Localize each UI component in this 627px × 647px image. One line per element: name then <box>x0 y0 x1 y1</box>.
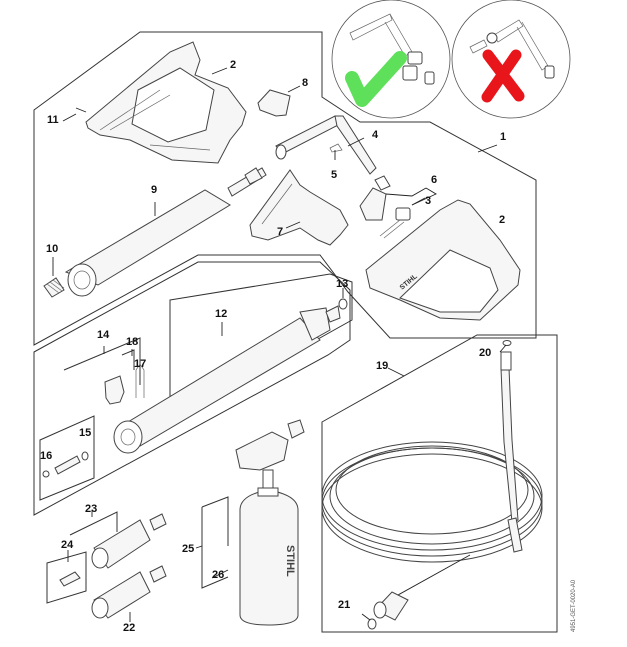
incorrect-assembly-indicator <box>451 0 571 119</box>
part-foam-nozzle <box>235 419 305 489</box>
correct-assembly-indicator <box>331 0 451 119</box>
callout-13: 13 <box>336 278 349 290</box>
callout-4: 4 <box>372 129 379 141</box>
callout-21: 21 <box>338 599 351 611</box>
part-retaining-clip <box>329 143 343 153</box>
frame-nozzle-insert <box>39 415 95 501</box>
callout-1: 1 <box>500 131 507 143</box>
frame-foam-25 <box>201 496 229 589</box>
callout-23: 23 <box>85 503 98 515</box>
callout-17: 17 <box>134 358 147 370</box>
callout-3: 3 <box>425 195 432 207</box>
frame-bracket-18 <box>121 349 135 370</box>
part-valve-insert <box>379 207 411 239</box>
callout-22: 22 <box>123 622 136 634</box>
part-filter <box>43 277 65 298</box>
callout-6: 6 <box>431 174 438 186</box>
part-nozzle-23 <box>91 513 167 569</box>
callout-19: 19 <box>376 360 389 372</box>
callout-16: 16 <box>40 450 53 462</box>
callout-20: 20 <box>479 347 492 359</box>
callout-11: 11 <box>47 114 59 126</box>
leader-lines <box>52 67 507 622</box>
part-screw <box>75 107 87 113</box>
callout-25: 25 <box>182 543 195 555</box>
cross-icon <box>481 49 525 103</box>
part-hose <box>321 351 543 621</box>
callout-9: 9 <box>151 184 158 196</box>
part-trigger <box>249 169 349 246</box>
part-pipe-bend <box>275 115 377 175</box>
callout-2-upper: 2 <box>230 59 237 71</box>
callout-15: 15 <box>79 427 92 439</box>
part-o-ring-21 <box>367 618 377 630</box>
callout-2-right: 2 <box>499 214 506 226</box>
bottle-brand-mark: STIHL <box>284 545 296 577</box>
frame-lance-group <box>33 261 351 516</box>
callout-8: 8 <box>302 77 309 89</box>
document-id: 4951-GET-0020-A0 <box>571 579 577 632</box>
frame-spray-gun-assembly <box>33 31 537 346</box>
callout-5: 5 <box>331 169 338 181</box>
part-pin <box>135 363 145 398</box>
part-bracket <box>104 375 125 405</box>
callout-14: 14 <box>97 329 110 341</box>
part-nozzle-tip-24 <box>59 571 81 587</box>
part-o-ring-16 <box>42 470 50 478</box>
callout-10: 10 <box>46 243 59 255</box>
part-nozzle-insert <box>54 455 81 475</box>
part-clip <box>257 89 291 117</box>
frame-nozzle-24 <box>46 551 87 604</box>
part-o-ring-20 <box>502 340 512 346</box>
frame-nozzle-23 <box>69 511 118 536</box>
part-lance-12 <box>113 305 341 454</box>
checkmark-icon <box>345 51 407 107</box>
part-foam-bottle: STIHL <box>239 487 299 626</box>
part-o-ring-15 <box>81 451 89 461</box>
callout-7: 7 <box>277 226 284 238</box>
part-lance-9 <box>64 167 267 297</box>
part-grip-shell-right: STIHL <box>365 199 521 321</box>
callout-24: 24 <box>61 539 74 551</box>
callout-12: 12 <box>215 308 228 320</box>
part-grip-shell-left <box>85 41 247 164</box>
frame-hose-assembly <box>321 334 558 633</box>
frame-nozzle-kit-14 <box>63 337 141 385</box>
callout-26: 26 <box>212 569 225 581</box>
part-o-ring-13 <box>338 298 348 310</box>
part-nozzle-22 <box>91 565 167 619</box>
part-valve <box>359 175 391 221</box>
callout-18: 18 <box>126 336 139 348</box>
